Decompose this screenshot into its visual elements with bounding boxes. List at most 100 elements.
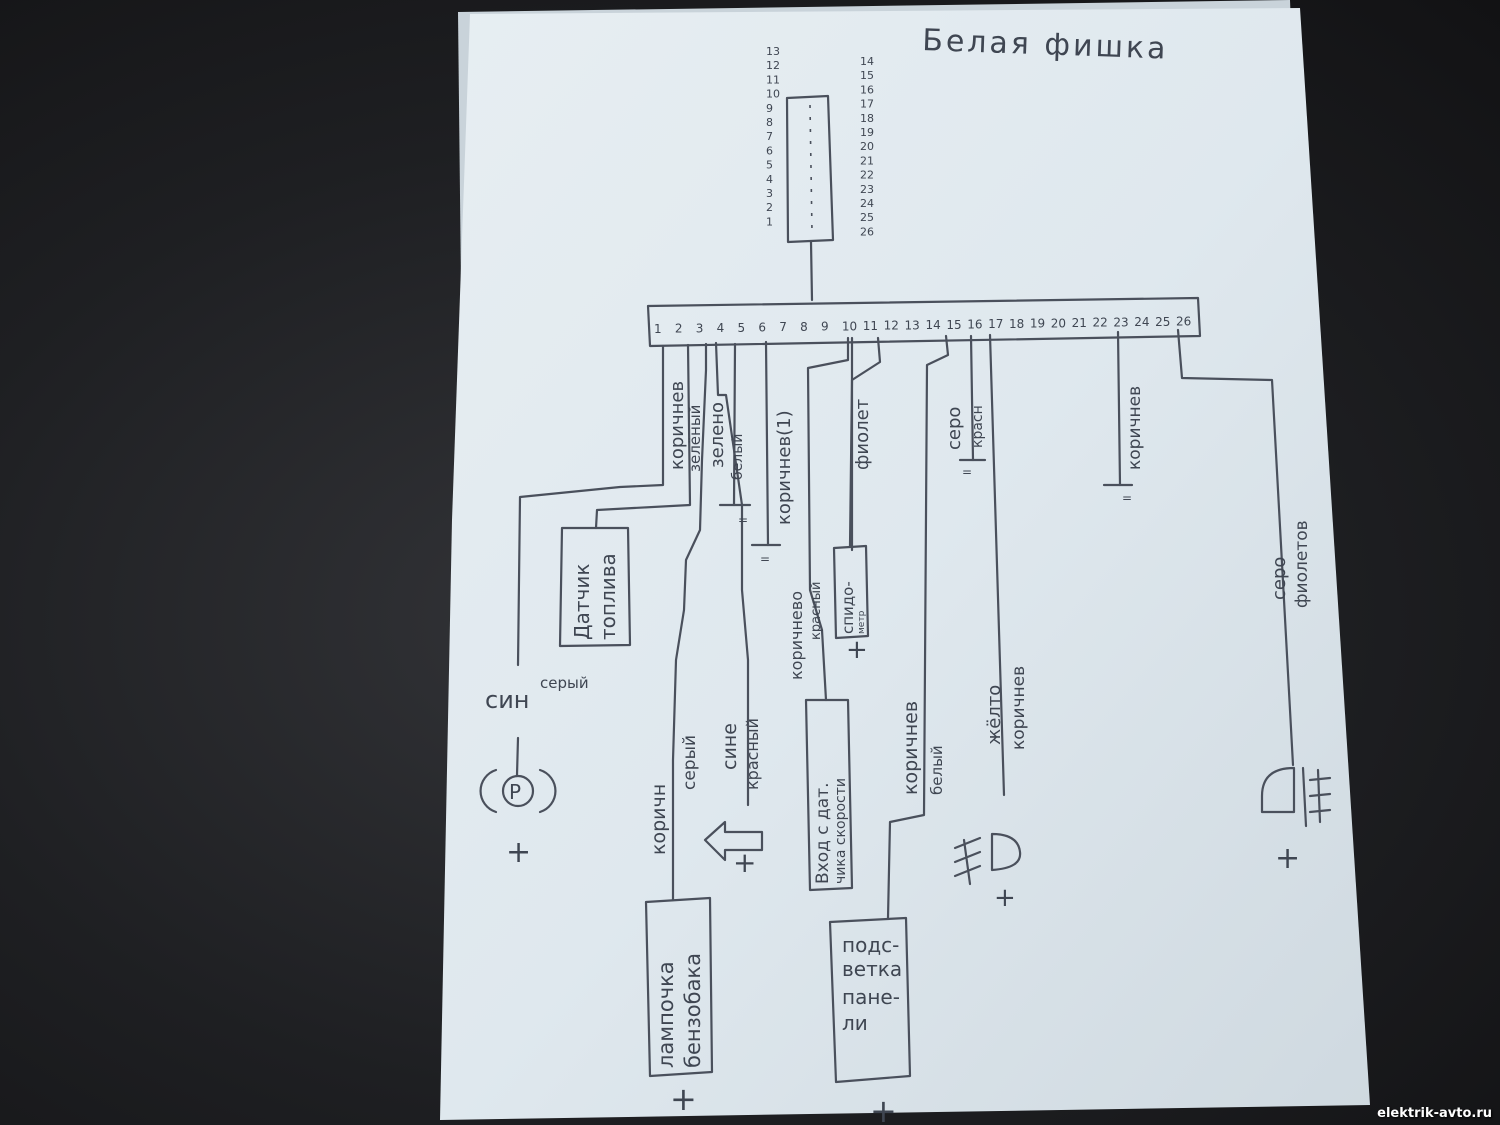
panel-light-label-2: ветка (842, 957, 902, 981)
small-left-pin-label: 12 (766, 59, 780, 72)
parking-plus: + (506, 835, 531, 870)
turn-signal-plus: + (733, 846, 756, 879)
small-left-pin-label: 4 (766, 173, 773, 186)
wire-pin-13-speedometer (848, 336, 882, 548)
small-left-pin-label: 7 (766, 130, 773, 143)
panel-light-label-1: подс- (842, 933, 899, 957)
wire-label-pin24: коричнев (1125, 386, 1145, 470)
small-right-pin-label: 14 (860, 55, 874, 68)
bar-pin-label: 6 (758, 321, 766, 335)
small-left-pin-label: 5 (766, 159, 773, 172)
wire-label-pin5-2: красный (743, 718, 762, 790)
small-right-pin-label: 21 (860, 154, 874, 167)
turn-signal-arrow-icon: + (703, 820, 764, 879)
bar-pin-label: 18 (1009, 317, 1024, 331)
bar-pin-label: 12 (884, 319, 899, 333)
small-right-pin-label: 16 (860, 83, 874, 96)
panel-light-label-4: ли (842, 1011, 868, 1035)
small-right-pin-label: 26 (860, 225, 874, 238)
small-right-pin-label: 23 (860, 183, 874, 196)
bar-pin-label: 8 (800, 320, 808, 334)
speedometer-label-2: метр (857, 610, 867, 634)
parking-brake-indicator-icon: P + (479, 768, 557, 870)
wire-pin-6-ground (718, 342, 752, 507)
wire-label-pin1-2: зелёный (686, 405, 704, 472)
small-left-pin-label: 2 (766, 201, 773, 214)
small-right-pin-label: 20 (860, 140, 874, 153)
wire-label-pin18-2: коричнев (1009, 666, 1029, 750)
bar-pin-label: 14 (925, 318, 940, 332)
bar-pin-label: 20 (1051, 316, 1066, 330)
wire-pin-3-fuel-lamp (671, 342, 708, 902)
speedometer-box: спидо- метр + (832, 544, 870, 665)
wire-pin-1 (515, 344, 665, 777)
panel-light-box: подс- ветка пане- ли + (828, 916, 912, 1125)
small-left-pin-label: 1 (766, 215, 773, 228)
bar-pin-label: 15 (946, 318, 961, 332)
bar-pin-label: 24 (1134, 315, 1149, 329)
fuel-sensor-label-2: топлива (596, 553, 620, 640)
main-connector-bar (646, 296, 1202, 348)
panel-light-label-3: пане- (842, 985, 900, 1009)
wire-label-pin17-2: красн (970, 405, 986, 448)
bar-pin-label: 17 (988, 317, 1003, 331)
fuel-sensor-box: Датчик топлива (558, 526, 632, 648)
small-right-pin-label: 22 (860, 169, 874, 182)
wire-label-pin12: фиолет (852, 399, 873, 470)
fog-lamp-plus: + (994, 883, 1016, 913)
wire-label-pin16-2: белый (928, 745, 946, 795)
small-right-pin-label: 24 (860, 197, 874, 210)
wire-label-pin26-1: серо (1269, 557, 1290, 600)
bar-pin-label: 3 (696, 321, 704, 335)
wire-label-pin26-2: фиолетов (1292, 520, 1312, 608)
wire-label-pin16-1: коричнев (900, 701, 922, 795)
wire-label-pin6-1: зелено (707, 402, 728, 468)
small-right-pin-label: 15 (860, 69, 874, 82)
ground-mark-pin8: = (760, 552, 770, 566)
small-connector (785, 94, 835, 302)
bar-pin-label: 13 (905, 318, 920, 332)
ground-mark-pin6: = (738, 513, 748, 527)
wire-pin-17-ground (958, 334, 987, 462)
small-right-pin-label: 25 (860, 211, 874, 224)
small-left-pin-label: 6 (766, 144, 773, 157)
rear-fog-lamp-icon: + (1260, 766, 1332, 876)
bar-pin-label: 11 (863, 319, 878, 333)
wire-label-pin1-1: коричнев (667, 381, 688, 470)
bar-pin-label: 26 (1176, 315, 1191, 329)
small-left-pin-label: 8 (766, 116, 773, 129)
bar-pin-label: 25 (1155, 315, 1170, 329)
bar-pin-label: 23 (1113, 315, 1128, 329)
small-left-pin-label: 10 (766, 88, 780, 101)
diagram-title: Белая фишка (922, 23, 1169, 67)
wire-label-pin17-1: серо (944, 407, 965, 450)
small-left-pin-label: 13 (766, 45, 780, 58)
speed-sensor-input-box: Вход с дат. чика скорости (804, 698, 854, 892)
small-left-pin-label: 11 (766, 73, 780, 86)
wire-pin-9-speed-input (806, 336, 850, 702)
parking-letter: P (509, 780, 521, 804)
fuel-sensor-label-1: Датчик (570, 564, 594, 640)
wire-label-left-1: син (485, 686, 529, 714)
fuel-tank-lamp-box: лампочка бензобака + (644, 896, 714, 1118)
bar-pin-label: 7 (779, 320, 787, 334)
site-watermark: elektrik-avto.ru (1377, 1106, 1492, 1121)
speed-input-label-1: Вход с дат. (813, 782, 833, 884)
bar-pin-label: 19 (1030, 317, 1045, 331)
wire-label-pin8: коричнев(1) (774, 410, 795, 525)
small-right-pin-label: 18 (860, 112, 874, 125)
wire-pin-24-ground (1102, 330, 1134, 487)
small-left-pin-label: 9 (766, 102, 773, 115)
wire-label-left-2: серый (540, 674, 589, 692)
small-left-pin-label: 3 (766, 187, 773, 200)
wire-pin-18-lamp (988, 333, 1006, 797)
wire-label-pin6-2: белый (730, 434, 746, 480)
wire-label-pin3-2: серый (680, 735, 700, 790)
speedometer-plus: + (846, 635, 868, 665)
bar-pin-label: 5 (738, 321, 746, 335)
wire-pin-2-fuel-sensor (594, 343, 692, 530)
speedometer-label-1: спидо- (839, 581, 857, 634)
